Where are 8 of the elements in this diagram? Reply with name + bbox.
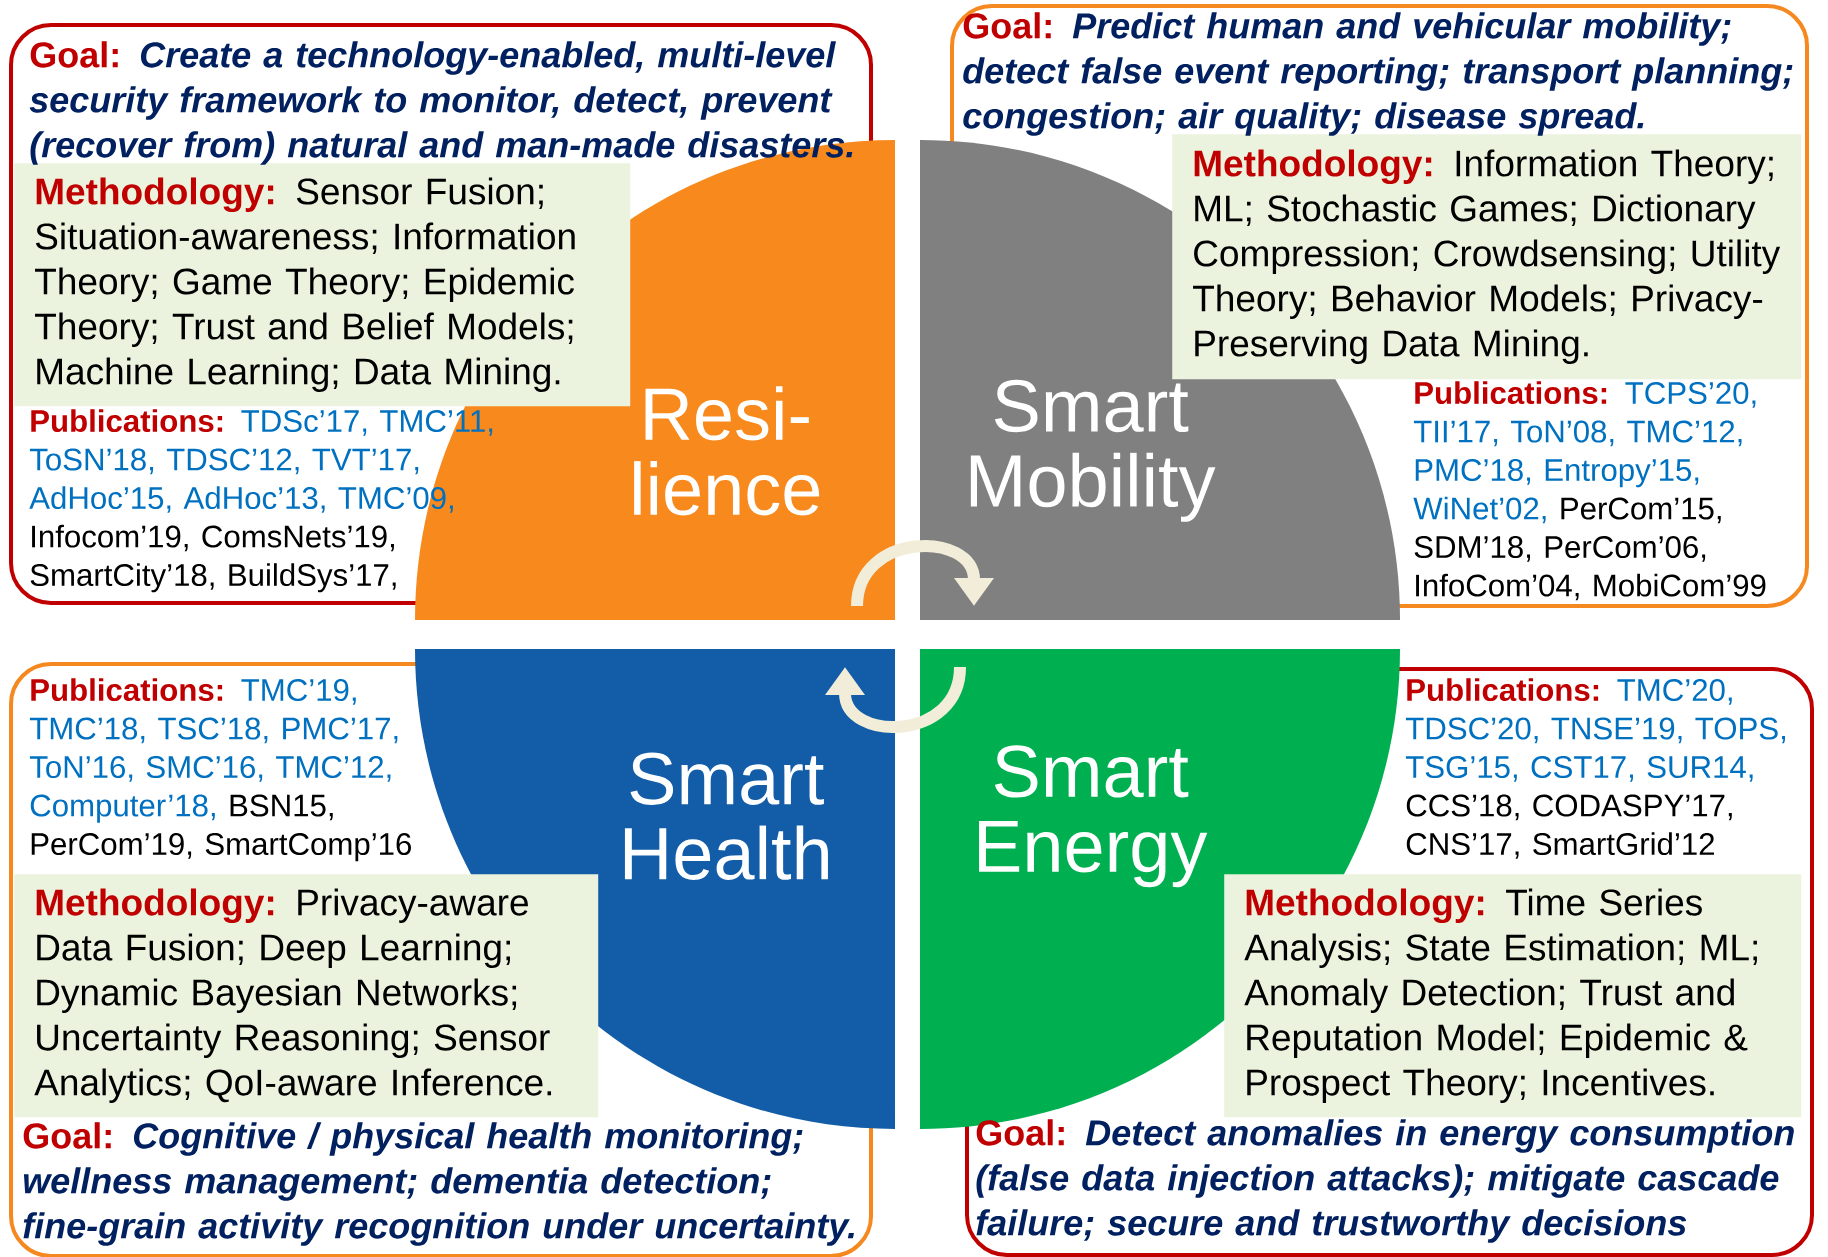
publication-list: Publications: TMC’20, TDSC’20, TNSE’19, TOPS, TSG’15, CST17, SUR14, CCS’18, CODASPY’17, CNS’17, SmartGrid’12 [1405,678,1785,859]
curved-arrow [851,540,994,607]
publication-list: Publications: TMC’19, TMC’18, TSC’18, PMC’17, ToN’16, SMC’16, TMC’12, Computer’18, BSN15, PerCom’19, SmartComp’16 [29,678,411,862]
goal-text: Goal: Predict human and vehicular mobility; detect false event reporting; transport planning; congestion; air quality; disease spread. [963,12,1793,136]
methodology-box: Methodology: Time Series Analysis; State Estimation; ML; Anomaly Detection; Trust and Reputation Model; Epidemic & Prospect Theory; Incentives. [1224,874,1802,1118]
methodology-box: Methodology: Privacy-aware Data Fusion; Deep Learning; Dynamic Bayesian Networks; Uncertainty Reasoning; Sensor Analytics; QoI-aware Inference. [14,874,599,1118]
publication-list: Publications: TCPS’20, TII’17, ToN’08, TMC’12, PMC’18, Entropy’15, WiNet’02, PerCom’15, SDM’18, PerCom’06, InfoCom’04, MobiCom’99 [1413,381,1766,601]
curved-arrow [825,666,966,733]
